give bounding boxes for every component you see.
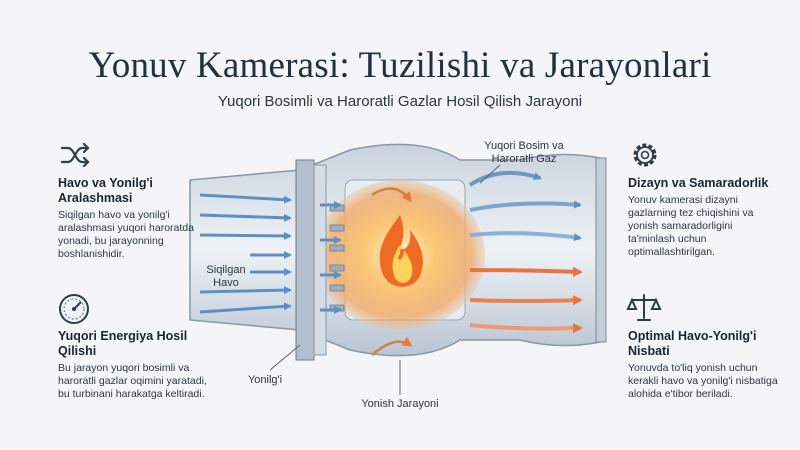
- info-heading: Havo va Yonilg'i Aralashmasi: [58, 176, 153, 205]
- info-text: Siqilgan havo va yonilg'i aralashmasi yu…: [58, 209, 194, 260]
- label-hot-gas: Yuqori Bosim va Haroratli Gaz: [484, 140, 564, 165]
- info-heading: Optimal Havo-Yonilg'i Nisbati: [628, 329, 757, 358]
- info-heading: Yuqori Energiya Hosil Qilishi: [58, 329, 188, 358]
- label-fuel: Yonilg'i: [247, 374, 283, 386]
- pressure-gauge-icon: [59, 294, 89, 324]
- label-compressed-air: Siqilgan Havo: [206, 264, 246, 289]
- balance-scale-icon: [626, 294, 662, 321]
- shuffle-arrows-icon: [60, 142, 90, 168]
- outlet-flange: [595, 157, 607, 343]
- info-left-2: Yuqori Energiya Hosil Qilishi Bu jarayon…: [58, 323, 218, 401]
- page-title: Yonuv Kamerasi: Tuzilishi va Jarayonlari: [88, 45, 712, 86]
- air-inflow-arrows: [199, 193, 342, 314]
- page-subtitle: Yuqori Bosimli va Haroratli Gazlar Hosil…: [217, 93, 583, 110]
- swirl-arrows: [371, 187, 413, 356]
- injector-plate: [295, 159, 315, 361]
- gear-icon: [633, 143, 657, 167]
- hot-gas-outflow-arrows: [468, 170, 583, 334]
- info-text: Yonuvda to'liq yonish uchun kerakli havo…: [628, 362, 778, 400]
- info-text: Yonuv kamerasi dizayni gazlarning tez ch…: [628, 194, 754, 258]
- info-text: Bu jarayon yuqori bosimli va haroratli g…: [58, 362, 207, 400]
- info-right-2: Optimal Havo-Yonilg'i Nisbati Yonuvda to…: [628, 323, 778, 401]
- info-right-1: Dizayn va Samaradorlik Yonuv kamerasi di…: [628, 170, 778, 259]
- info-heading: Dizayn va Samaradorlik: [628, 176, 769, 190]
- label-combustion: Yonish Jarayoni: [361, 398, 439, 410]
- info-left-1: Havo va Yonilg'i Aralashmasi Siqilgan ha…: [58, 170, 218, 261]
- flame-icon: [379, 215, 423, 287]
